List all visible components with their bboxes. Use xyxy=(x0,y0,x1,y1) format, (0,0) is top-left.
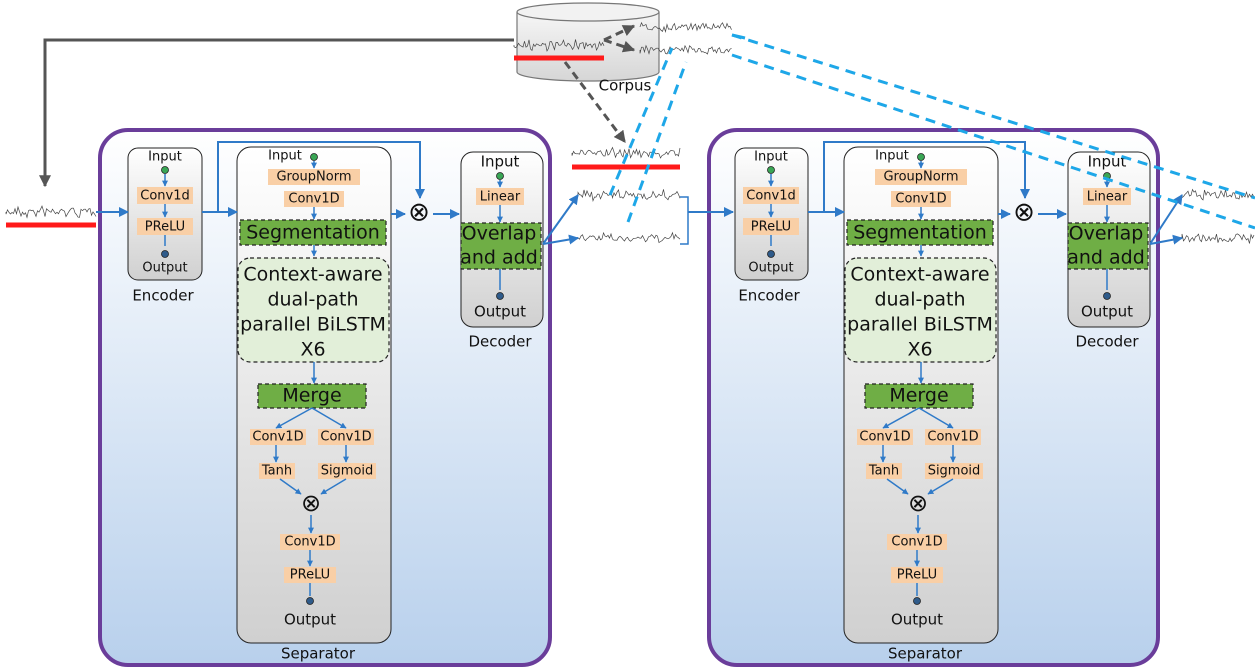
context-line-3-right: parallel BiLSTM xyxy=(847,314,993,336)
separator-conv1d-right-right: Conv1D xyxy=(927,430,978,445)
decoder-caption-right: Decoder xyxy=(1075,333,1139,351)
tanh-op-right: Tanh xyxy=(868,464,899,479)
decoder-block-right: Input Linear Overlap and add Output Deco… xyxy=(1067,151,1151,351)
encoder-input-label-right: Input xyxy=(754,150,788,165)
separator-input-label: Input xyxy=(268,149,302,164)
decoder-caption: Decoder xyxy=(468,333,532,351)
overlap-line-1-right: Overlap xyxy=(1069,223,1144,245)
decoder-input-label: Input xyxy=(481,153,520,171)
waveform-6 xyxy=(577,231,681,244)
mask-multiply-symbol-right: ⊗ xyxy=(1013,198,1035,228)
tanh-op: Tanh xyxy=(261,464,292,479)
separator-conv1d-bottom-right: Conv1D xyxy=(891,535,942,550)
decoder-output-label: Output xyxy=(474,303,526,321)
groupnorm-op: GroupNorm xyxy=(276,170,351,185)
encoder-caption-right: Encoder xyxy=(738,287,800,305)
context-line-4-right: X6 xyxy=(907,339,932,361)
sigmoid-op-right: Sigmoid xyxy=(928,464,981,479)
separator-prelu: PReLU xyxy=(290,568,330,583)
multiply-symbol: ⊗ xyxy=(301,489,321,517)
separator-block-right: Input GroupNorm Conv1D Segmentation Cont… xyxy=(843,146,999,663)
context-line-1: Context-aware xyxy=(243,264,382,286)
decoder-linear-right: Linear xyxy=(1087,190,1128,205)
waveform-7 xyxy=(1181,188,1255,201)
decoder-input-label-right: Input xyxy=(1088,153,1127,171)
multiply-symbol-right: ⊗ xyxy=(908,489,928,517)
context-line-1-right: Context-aware xyxy=(850,264,989,286)
separator-block: Input GroupNorm Conv1D Segmentation Cont… xyxy=(236,146,392,663)
merge-block: Merge xyxy=(282,385,341,407)
corpus-flow xyxy=(39,24,636,188)
segmentation-block: Segmentation xyxy=(246,222,380,244)
encoder-input-label: Input xyxy=(148,150,182,165)
groupnorm-op-right: GroupNorm xyxy=(883,170,958,185)
merge-block-right: Merge xyxy=(889,385,948,407)
pipeline-right: Input Conv1d PReLU Output Encoder Input … xyxy=(680,128,1183,667)
separator-conv1d-right: Conv1D xyxy=(320,430,371,445)
separator-input-label-right: Input xyxy=(875,149,909,164)
separator-conv1d-bottom: Conv1D xyxy=(284,535,335,550)
waveform-8 xyxy=(1181,233,1255,244)
separator-caption: Separator xyxy=(281,645,356,663)
connectors-right xyxy=(680,141,1183,245)
corpus-database: Corpus xyxy=(516,2,660,95)
encoder-caption: Encoder xyxy=(132,287,194,305)
waveform-4 xyxy=(571,146,681,159)
connectors-left xyxy=(96,141,579,245)
separator-output-label-right: Output xyxy=(891,611,943,629)
encoder-block-right: Input Conv1d PReLU Output Encoder xyxy=(734,147,809,305)
waveform-0 xyxy=(5,205,97,219)
separator-conv1d-top: Conv1D xyxy=(288,192,339,207)
waveforms xyxy=(5,21,1255,244)
mask-multiply-symbol: ⊗ xyxy=(408,198,430,228)
waveform-3 xyxy=(639,44,732,55)
encoder-conv1d: Conv1d xyxy=(140,189,190,204)
overlap-line-2-right: and add xyxy=(1067,247,1145,269)
waveform-1 xyxy=(513,39,605,52)
context-line-2-right: dual-path xyxy=(874,289,965,311)
separator-conv1d-left-right: Conv1D xyxy=(859,430,910,445)
encoder-block: Input Conv1d PReLU Output Encoder xyxy=(127,147,203,305)
separator-conv1d-left: Conv1D xyxy=(252,430,303,445)
separator-caption-right: Separator xyxy=(888,645,963,663)
waveform-5 xyxy=(577,188,681,202)
encoder-prelu-right: PReLU xyxy=(751,220,791,235)
waveform-2 xyxy=(639,21,732,33)
context-line-4: X6 xyxy=(300,339,325,361)
separator-prelu-right: PReLU xyxy=(897,568,937,583)
comparison-links xyxy=(608,33,1255,230)
overlap-line-2: and add xyxy=(460,247,538,269)
context-line-3: parallel BiLSTM xyxy=(240,314,386,336)
corpus-label: Corpus xyxy=(599,77,652,95)
decoder-output-label-right: Output xyxy=(1081,303,1133,321)
encoder-output-label-right: Output xyxy=(748,261,793,276)
encoder-output-label: Output xyxy=(142,261,187,276)
sigmoid-op: Sigmoid xyxy=(321,464,374,479)
decoder-block: Input Linear Overlap and add Output Deco… xyxy=(460,151,544,351)
context-line-2: dual-path xyxy=(267,289,358,311)
separator-output-label: Output xyxy=(284,611,336,629)
overlap-line-1: Overlap xyxy=(462,223,537,245)
encoder-conv1d-right: Conv1d xyxy=(746,189,796,204)
segmentation-block-right: Segmentation xyxy=(853,222,987,244)
decoder-linear: Linear xyxy=(480,190,521,205)
separator-conv1d-top-right: Conv1D xyxy=(895,192,946,207)
pipeline-left: Input Conv1d PReLU Output Encoder Input … xyxy=(96,128,579,667)
encoder-prelu: PReLU xyxy=(145,220,185,235)
